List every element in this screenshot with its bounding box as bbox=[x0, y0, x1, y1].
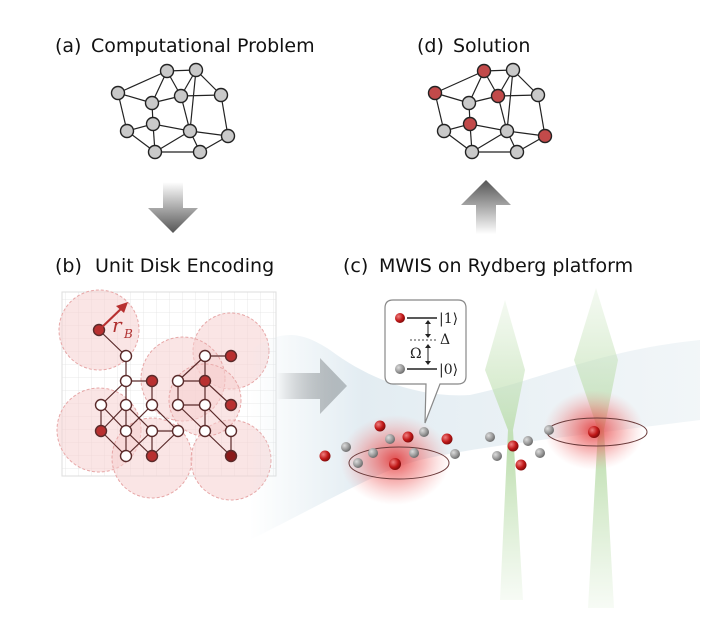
panel-c-title: MWIS on Rydberg platform bbox=[379, 255, 633, 277]
panel-b-title: Unit Disk Encoding bbox=[95, 255, 274, 277]
arrow-down-icon bbox=[148, 182, 198, 233]
panel-c-letter: (c) bbox=[343, 255, 368, 277]
problem-graph bbox=[110, 62, 236, 160]
panel-d-title: Solution bbox=[453, 35, 530, 57]
radius-subscript: B bbox=[123, 327, 133, 341]
state-excited-label: |1⟩ bbox=[439, 311, 458, 327]
state-ground-label: |0⟩ bbox=[439, 362, 458, 378]
arrow-up-icon bbox=[461, 180, 511, 234]
rabi-symbol: Ω bbox=[410, 346, 422, 362]
solution-graph bbox=[427, 62, 553, 160]
panel-b-letter: (b) bbox=[55, 255, 82, 277]
rydberg-panel: |1⟩ |0⟩ Δ Ω bbox=[250, 288, 700, 608]
panel-d-letter: (d) bbox=[417, 35, 444, 57]
radius-symbol: r bbox=[112, 313, 123, 337]
energy-level-inset: |1⟩ |0⟩ Δ Ω bbox=[384, 299, 467, 424]
panel-a-title: Computational Problem bbox=[91, 35, 315, 57]
detuning-symbol: Δ bbox=[440, 332, 450, 348]
panel-a-letter: (a) bbox=[55, 35, 81, 57]
unit-disk-panel: r B bbox=[56, 289, 277, 501]
